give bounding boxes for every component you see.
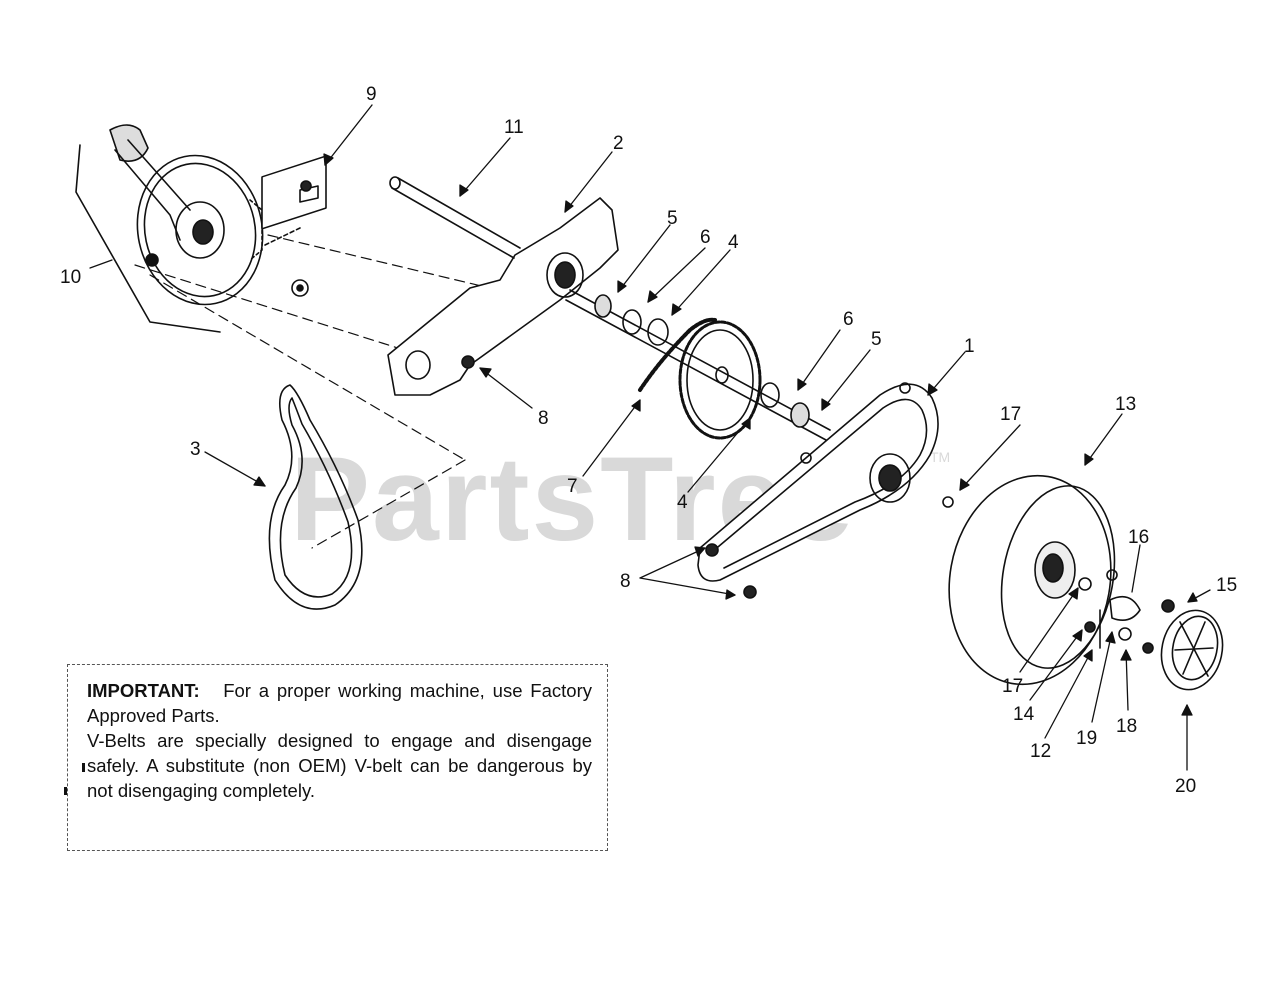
pulley-assembly bbox=[75, 124, 327, 333]
callout-4: 4 bbox=[728, 232, 739, 253]
chain bbox=[638, 317, 717, 392]
sprocket bbox=[678, 320, 762, 440]
callout-5: 5 bbox=[667, 208, 678, 229]
margin-marks bbox=[64, 763, 85, 795]
important-note-box: IMPORTANT: For a proper working machine,… bbox=[67, 664, 608, 851]
callout-labels: 9 11 2 5 6 4 6 5 1 13 17 10 8 3 7 4 8 16… bbox=[60, 84, 1237, 797]
callout-6: 6 bbox=[700, 227, 711, 248]
note-important-label: IMPORTANT: bbox=[87, 680, 200, 701]
chain-case bbox=[300, 180, 939, 599]
callout-6b: 6 bbox=[843, 309, 854, 330]
note-line-1: IMPORTANT: For a proper working machine,… bbox=[87, 678, 592, 728]
callout-16: 16 bbox=[1128, 527, 1149, 548]
callout-10: 10 bbox=[60, 267, 81, 288]
callout-4b: 4 bbox=[677, 492, 688, 513]
callout-3: 3 bbox=[190, 439, 201, 460]
drive-plate bbox=[387, 197, 619, 396]
callout-15: 15 bbox=[1216, 575, 1237, 596]
axle bbox=[389, 176, 521, 259]
leader-lines bbox=[89, 104, 1211, 771]
callout-18: 18 bbox=[1116, 716, 1137, 737]
callout-20: 20 bbox=[1175, 776, 1196, 797]
callout-9: 9 bbox=[366, 84, 377, 105]
hub-hardware bbox=[1078, 569, 1175, 654]
callout-8: 8 bbox=[538, 408, 549, 429]
wheel bbox=[942, 474, 1116, 686]
watermark-trademark: TM bbox=[930, 449, 950, 465]
callout-7: 7 bbox=[567, 476, 578, 497]
callout-17: 17 bbox=[1000, 404, 1021, 425]
callout-11: 11 bbox=[504, 117, 524, 138]
callout-19: 19 bbox=[1076, 728, 1097, 749]
callout-14: 14 bbox=[1013, 704, 1035, 725]
hub-cap bbox=[1160, 609, 1224, 691]
callout-17b: 17 bbox=[1002, 676, 1023, 697]
shaft-assembly bbox=[565, 289, 831, 441]
callout-13: 13 bbox=[1115, 394, 1136, 415]
callout-1: 1 bbox=[964, 336, 975, 357]
callout-12: 12 bbox=[1030, 741, 1051, 762]
note-text-2: V-Belts are specially designed to engage… bbox=[87, 730, 592, 801]
callout-8b: 8 bbox=[620, 571, 631, 592]
note-text-1: For a proper working machine, use Factor… bbox=[87, 680, 592, 726]
v-belt bbox=[268, 384, 363, 610]
callout-5b: 5 bbox=[871, 329, 882, 350]
callout-2: 2 bbox=[613, 133, 624, 154]
